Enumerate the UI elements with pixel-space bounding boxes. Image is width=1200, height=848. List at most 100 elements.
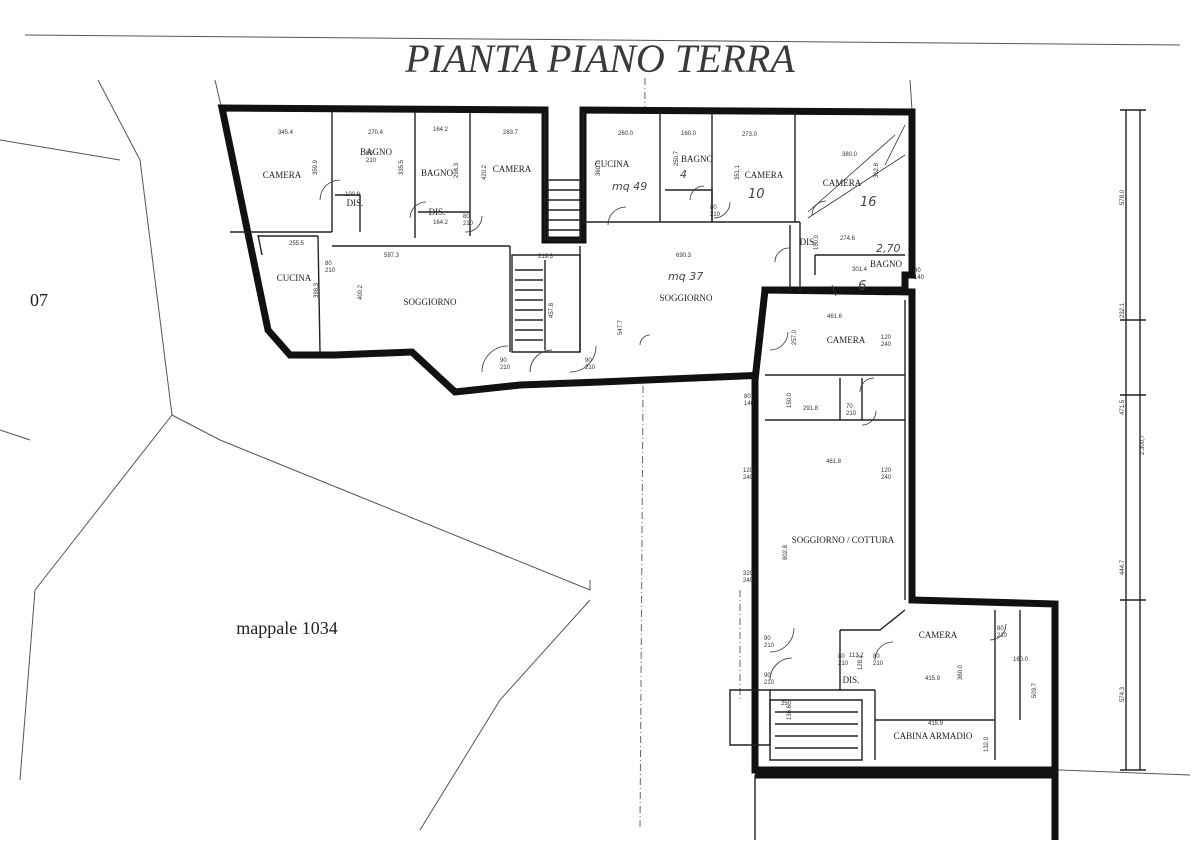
dimension-label: 690.3 bbox=[676, 253, 692, 259]
dimension-label: 132.0 bbox=[984, 736, 990, 752]
dimension-label: 360.0 bbox=[596, 160, 602, 176]
dimension-label: 100.9 bbox=[345, 192, 361, 198]
edge-label: 07 bbox=[30, 290, 48, 310]
dimension-label: 574.3 bbox=[1120, 686, 1126, 702]
dimension-label: 250 bbox=[781, 701, 792, 707]
annotation-mq-37: mq 37 bbox=[668, 270, 703, 283]
room-bagno-3: BAGNO bbox=[681, 154, 714, 164]
room-soggiorno-1: SOGGIORNO bbox=[403, 297, 457, 307]
dimension-label: 400.2 bbox=[358, 284, 364, 300]
dimension-label: 415.9 bbox=[925, 676, 941, 682]
room-dis-1: DIS. bbox=[347, 198, 364, 208]
room-soggiorno-cottura: SOGGIORNO / COTTURA bbox=[792, 535, 895, 545]
dimension-label: 597.3 bbox=[384, 253, 400, 259]
room-cabina-armadio: CABINA ARMADIO bbox=[894, 731, 973, 741]
dimension-label: 444.7 bbox=[1120, 559, 1126, 575]
dimension-label: 283.7 bbox=[503, 130, 519, 136]
dimension-label: 461.6 bbox=[827, 314, 843, 320]
dimension-label: 362.8 bbox=[874, 162, 880, 178]
dimension-label: 164.2 bbox=[433, 127, 449, 133]
dimension-label: 471.5 bbox=[1120, 399, 1126, 415]
dimension-label: 219.3 bbox=[538, 254, 554, 260]
dimension-label: 802.8 bbox=[783, 544, 789, 560]
interior-partitions bbox=[230, 112, 1059, 840]
room-camera-2: CAMERA bbox=[493, 164, 532, 174]
dimension-label: 420.2 bbox=[482, 164, 488, 180]
dimension-label: 257.0 bbox=[792, 329, 798, 345]
dimension-label: 100.0 bbox=[814, 234, 820, 250]
south-annex-walls bbox=[755, 771, 1059, 840]
hand-annotations: mq 49 mq 37 10 16 6 4 2,70 bbox=[612, 124, 906, 346]
room-bagno-1: BAGNO bbox=[360, 147, 393, 157]
dimension-label: 547.7 bbox=[618, 319, 624, 335]
dimension-label: 270.4 bbox=[368, 130, 384, 136]
dimension-label: 164.2 bbox=[433, 220, 449, 226]
dimension-label: 503.7 bbox=[1032, 682, 1038, 698]
dimension-label: 160.0 bbox=[1013, 657, 1029, 663]
room-bagno-4: BAGNO bbox=[870, 259, 903, 269]
room-camera-5: CAMERA bbox=[827, 335, 866, 345]
room-bagno-2: BAGNO bbox=[421, 168, 454, 178]
room-dis-3: DIS. bbox=[800, 237, 817, 247]
room-cucina-2: CUCINA bbox=[277, 273, 312, 283]
dimension-label: 136.6 bbox=[787, 704, 793, 720]
dimension-label: 380.0 bbox=[842, 152, 858, 158]
parcel-boundary-west bbox=[34, 79, 173, 591]
annotation-6: 6 bbox=[858, 279, 866, 294]
dimension-label: 360.0 bbox=[958, 664, 964, 680]
door-swings bbox=[319, 179, 1007, 681]
room-camera-3: CAMERA bbox=[745, 170, 784, 180]
dimension-label: 160.0 bbox=[681, 131, 697, 137]
annotation-mq-49: mq 49 bbox=[612, 180, 647, 193]
dimension-label: 255.5 bbox=[289, 241, 305, 247]
room-camera-1: CAMERA bbox=[263, 170, 302, 180]
dimension-label: 128.2 bbox=[858, 654, 864, 670]
dimension-label: 301.4 bbox=[852, 267, 868, 273]
dimension-label: 415.9 bbox=[928, 721, 944, 727]
room-dis-4: DIS. bbox=[843, 675, 860, 685]
dimension-label: 578.0 bbox=[1120, 189, 1126, 205]
parcel-label: mappale 1034 bbox=[236, 618, 337, 638]
dimension-labels: 345.4 270.4 164.2 283.7 260.0 160.0 273.… bbox=[278, 127, 1029, 727]
plan-title: PIANTA PIANO TERRA bbox=[404, 36, 795, 81]
annotation-10: 10 bbox=[748, 187, 765, 202]
annotation-4: 4 bbox=[680, 168, 687, 181]
dimension-label: 113.2 bbox=[849, 653, 864, 659]
dimension-label: 274.6 bbox=[840, 236, 856, 242]
dimension-label: 398.3 bbox=[314, 282, 320, 298]
room-camera-4: CAMERA bbox=[823, 178, 862, 188]
room-soggiorno-2: SOGGIORNO bbox=[659, 293, 713, 303]
dimension-label: 250.7 bbox=[674, 150, 680, 166]
dimension-label: 335.5 bbox=[399, 159, 405, 175]
dimension-label: 291.8 bbox=[803, 406, 819, 412]
room-labels: CAMERA BAGNO BAGNO CAMERA CUCINA BAGNO C… bbox=[263, 147, 973, 741]
dimension-label: 2.300,7 bbox=[1140, 434, 1146, 455]
dimension-label: 298.3 bbox=[454, 162, 460, 178]
dimension-label: 461.8 bbox=[826, 459, 842, 465]
annotation-16: 16 bbox=[860, 195, 877, 210]
annotation-2-70: 2,70 bbox=[876, 242, 901, 255]
dimension-label: 260.0 bbox=[618, 131, 634, 137]
dimension-label: 273.0 bbox=[742, 132, 758, 138]
dimension-label: 351.1 bbox=[735, 164, 741, 180]
dimension-label: 345.4 bbox=[278, 130, 294, 136]
dimension-label: 232.1 bbox=[1120, 302, 1126, 318]
